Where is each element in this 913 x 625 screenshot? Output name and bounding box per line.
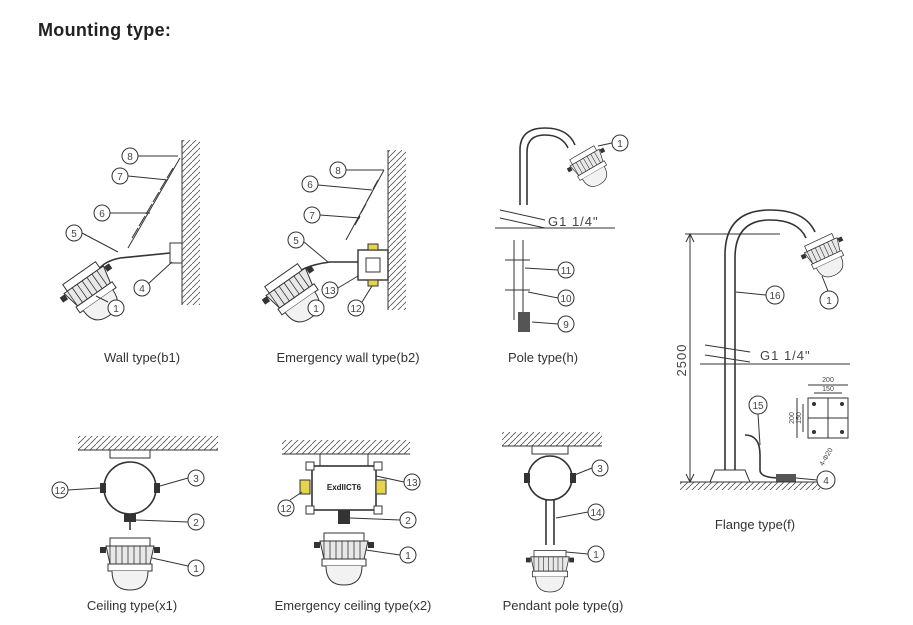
dim-flange-w-inner: 150: [822, 386, 834, 393]
callout-b1-6: 6: [99, 209, 105, 220]
callout-x2-12: 12: [280, 504, 292, 515]
dim-flange-w-outer: 200: [822, 377, 834, 384]
callout-g-1: 1: [593, 550, 599, 561]
callout-b2-1: 1: [313, 304, 319, 315]
callout-b1-5: 5: [71, 229, 77, 240]
callout-b2-5: 5: [293, 236, 299, 247]
diagram-wall-type: 8 7 6 5 4 1: [54, 140, 200, 334]
callout-x1-12: 12: [54, 486, 66, 497]
callout-x2-2: 2: [405, 516, 411, 527]
dim-flange-thread: G1 1/4": [760, 348, 811, 363]
callout-f-16: 16: [769, 291, 781, 302]
diagram-flange-type: 2500 G1 1/4" 200 150 200 150 4-Φ20 16 1 …: [674, 209, 856, 490]
dim-pole-height: 2500: [674, 344, 689, 377]
callout-x1-2: 2: [193, 518, 199, 529]
callout-g-14: 14: [590, 508, 602, 519]
callout-h-1: 1: [617, 139, 623, 150]
callout-b2-12: 12: [350, 304, 362, 315]
diagram-ceiling-type: 12 3 2 1: [51, 436, 218, 591]
callout-h-9: 9: [563, 320, 569, 331]
caption-ceiling-type: Ceiling type(x1): [86, 598, 178, 613]
caption-pole-type: Pole type(h): [507, 350, 579, 365]
callout-h-10: 10: [560, 294, 572, 305]
callout-b1-4: 4: [139, 284, 145, 295]
diagram-emergency-ceiling-type: ExdIICT6 13 12 2 1: [277, 440, 421, 586]
dim-flange-holes: 4-Φ20: [819, 447, 835, 468]
callout-b1-1: 1: [113, 304, 119, 315]
callout-x1-3: 3: [193, 474, 199, 485]
callout-f-1: 1: [826, 296, 832, 307]
diagram-pendant-pole-type: 3 14 1: [502, 432, 609, 593]
callout-b2-6: 6: [307, 180, 313, 191]
dim-flange-h-outer: 200: [789, 412, 796, 424]
caption-emergency-ceiling-type: Emergency ceiling type(x2): [274, 598, 432, 613]
caption-emergency-wall-type: Emergency wall type(b2): [276, 350, 420, 365]
caption-flange-type: Flange type(f): [714, 517, 796, 532]
caption-pendant-pole-type: Pendant pole type(g): [502, 598, 624, 613]
dim-pole-thread: G1 1/4": [548, 214, 599, 229]
callout-f-15: 15: [752, 401, 764, 412]
callout-g-3: 3: [597, 464, 603, 475]
diagram-pole-type: G1 1/4" 1 11 10 9: [495, 127, 629, 333]
callout-b2-7: 7: [309, 211, 315, 222]
callout-x2-1: 1: [405, 551, 411, 562]
diagram-emergency-wall-type: 8 6 7 5 13 12 1: [256, 150, 406, 336]
junction-box-label: ExdIICT6: [327, 483, 362, 492]
callout-x1-1: 1: [193, 564, 199, 575]
callout-b1-7: 7: [117, 172, 123, 183]
callout-b1-8: 8: [127, 152, 133, 163]
callout-x2-13: 13: [406, 478, 418, 489]
callout-b2-8: 8: [335, 166, 341, 177]
callout-f-4: 4: [823, 476, 829, 487]
callout-b2-13: 13: [324, 286, 336, 297]
callout-h-11: 11: [561, 266, 572, 277]
dim-flange-h-inner: 150: [796, 412, 803, 424]
page-title: Mounting type:: [38, 20, 172, 40]
caption-wall-type: Wall type(b1): [103, 350, 181, 365]
